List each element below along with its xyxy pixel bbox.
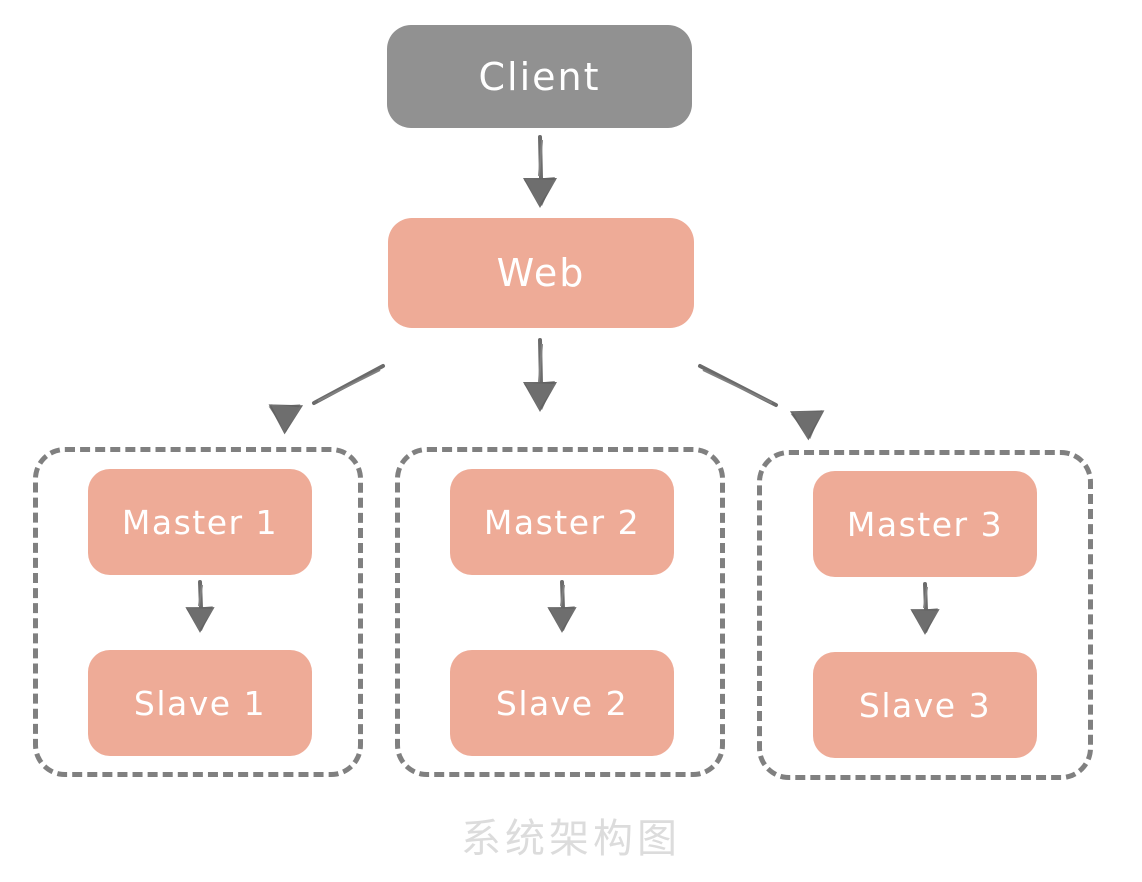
group-container-2	[395, 447, 725, 777]
node-master-3-label: Master 3	[846, 504, 1004, 544]
node-slave-3[interactable]: Slave 3	[813, 652, 1037, 758]
group-container-1	[33, 447, 363, 777]
node-master-1[interactable]: Master 1	[88, 469, 312, 575]
node-client-label: Client	[478, 54, 601, 99]
arrow-web-to-master-2	[523, 338, 557, 412]
node-master-1-label: Master 1	[121, 502, 279, 542]
arrow-client-to-web	[523, 135, 557, 208]
node-slave-2[interactable]: Slave 2	[450, 650, 674, 756]
arrow-web-to-master-3	[698, 364, 826, 441]
node-client[interactable]: Client	[387, 25, 692, 128]
arrow-web-to-master-1	[267, 364, 385, 435]
node-web[interactable]: Web	[388, 218, 694, 328]
node-slave-1[interactable]: Slave 1	[88, 650, 312, 756]
node-slave-1-label: Slave 1	[133, 683, 267, 723]
node-master-3[interactable]: Master 3	[813, 471, 1037, 577]
diagram-caption: 系统架构图	[461, 816, 681, 862]
node-master-2[interactable]: Master 2	[450, 469, 674, 575]
group-container-3	[757, 450, 1093, 780]
node-master-2-label: Master 2	[483, 502, 641, 542]
node-web-label: Web	[496, 251, 586, 295]
node-slave-3-label: Slave 3	[858, 685, 992, 725]
node-slave-2-label: Slave 2	[495, 683, 629, 723]
